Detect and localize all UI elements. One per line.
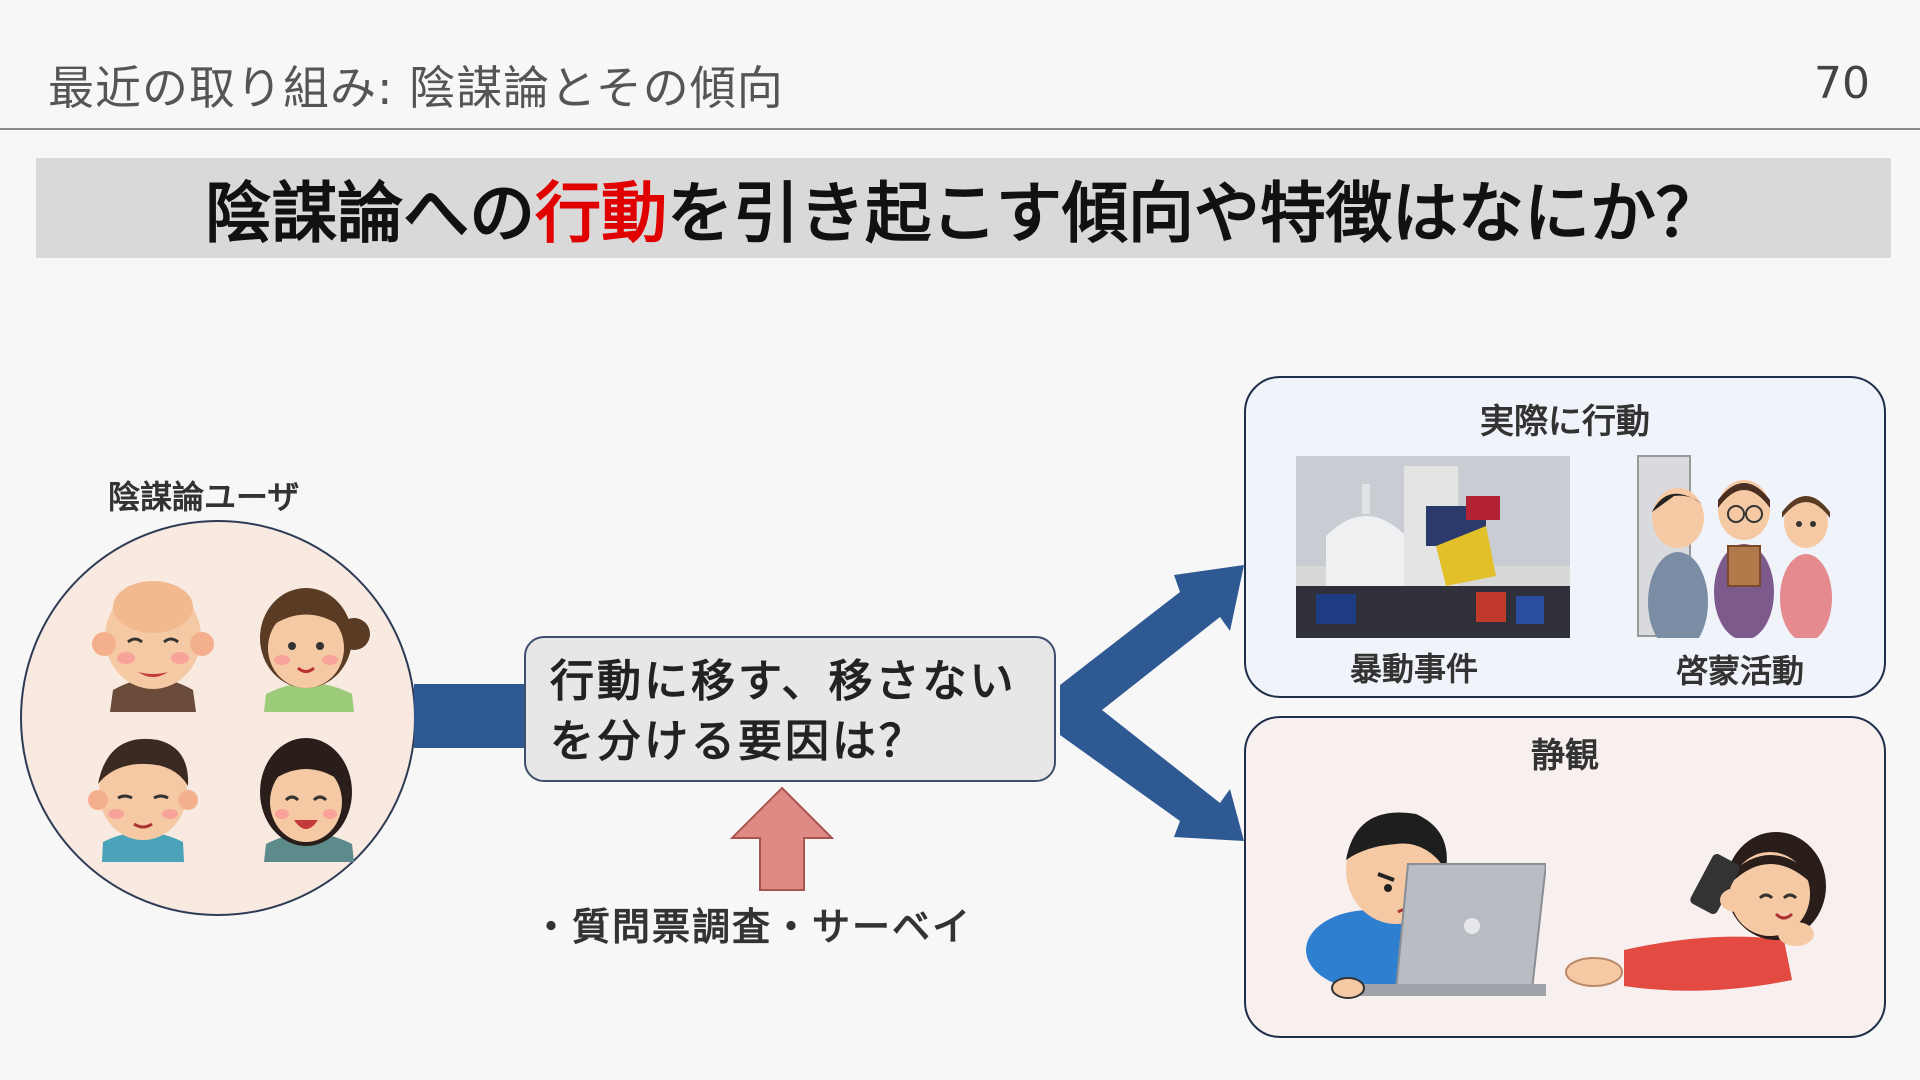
question-banner: 陰謀論への行動を引き起こす傾向や特徴はなにか？ [36,158,1891,258]
elderly-man-illustration [92,581,214,712]
action-title: 実際に行動 [1480,402,1650,442]
users-group-circle [20,520,416,916]
action-outcome-box: 実際に行動 暴動事件 啓蒙活動 [1244,376,1886,698]
question-text-after: を引き起こす傾向や特徴はなにか？ [667,175,1722,252]
branching-arrows [1060,565,1244,841]
up-arrow-shape [730,786,834,891]
factor-line-1: 行動に移す、移さない [550,656,1017,707]
young-man-illustration [88,738,198,862]
factor-question-box: 行動に移す、移さない を分ける要因は？ [524,636,1056,782]
boy-laptop-illustration [1306,812,1546,999]
users-label: 陰謀論ユーザ [108,478,300,516]
outreach-caption: 啓蒙活動 [1676,652,1805,690]
branch-arrow-shape [1060,565,1244,841]
connector-bar [414,684,526,748]
observe-title: 静観 [1531,736,1599,776]
slide-title: 最近の取り組み: 陰謀論とその傾向 [48,61,784,115]
observe-outcome-box: 静観 [1244,716,1886,1038]
laughing-woman-illustration [260,738,354,862]
survey-label: ・質問票調査・サーベイ [532,905,973,949]
factor-line-2: を分ける要因は？ [550,716,926,767]
woman-illustration [260,588,370,712]
outreach-illustration [1637,455,1832,638]
question-text-highlight: 行動 [535,175,668,252]
riot-photo [1296,456,1570,638]
page-number: 70 [1814,58,1870,109]
title-divider [0,128,1920,130]
question-text-before: 陰謀論への [205,175,536,252]
riot-caption: 暴動事件 [1350,650,1479,688]
up-arrow [730,786,834,891]
woman-phone-illustration [1565,832,1826,991]
